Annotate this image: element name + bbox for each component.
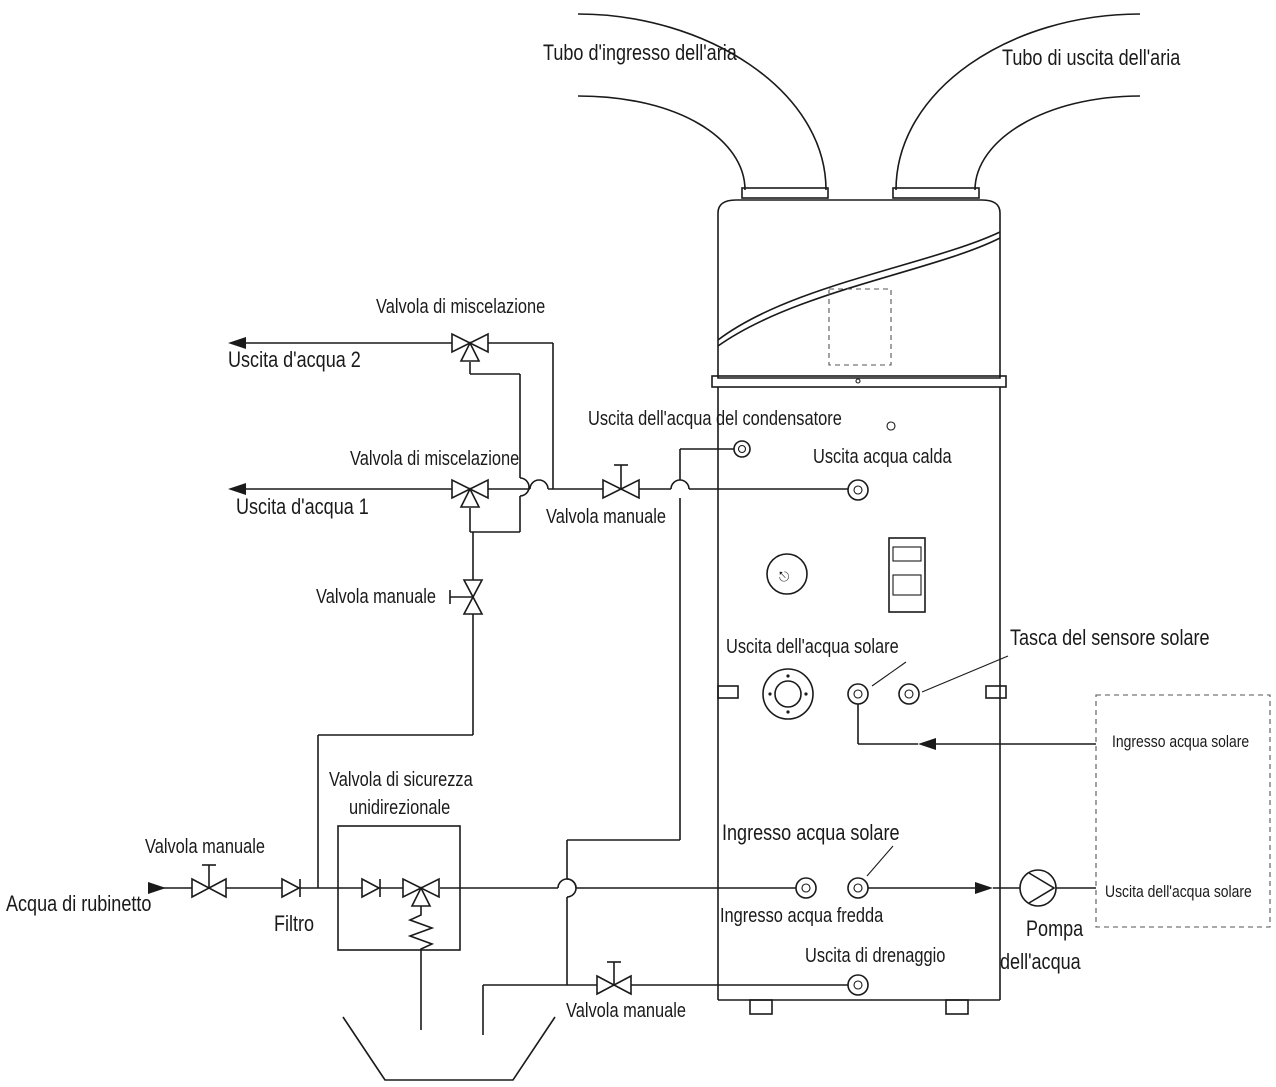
safety-valve-label-line2: unidirezionale [349, 797, 451, 819]
air-outlet-pipe-label: Tubo di uscita dell'aria [1002, 45, 1181, 70]
manual-valve-icon [596, 961, 632, 996]
manual-valve-inlet-label: Valvola manuale [145, 836, 266, 858]
manual-valve-icon [191, 864, 227, 899]
safety-valve-box [337, 825, 461, 951]
svg-text:⎋: ⎋ [779, 570, 789, 585]
mixing-valve-top-label: Valvola di miscelazione [376, 296, 546, 318]
manual-valve-hot-label: Valvola manuale [546, 506, 667, 528]
check-valve-icon [281, 877, 301, 899]
side-lug-right [985, 685, 1007, 699]
pressure-gauge-icon: ⎋ [766, 553, 808, 595]
water-pump-label-line1: Pompa [1026, 916, 1084, 941]
manual-valve-icon [602, 464, 640, 500]
side-lug-left [717, 685, 739, 699]
air-inlet-collar [741, 187, 829, 199]
mixing-valve-middle-label: Valvola di miscelazione [350, 448, 520, 470]
mixing-valve-icon [451, 478, 489, 508]
solar-water-outlet-right-label: Uscita dell'acqua solare [1105, 882, 1252, 901]
tap-water-arrow [148, 882, 166, 894]
filter-label: Filtro [274, 911, 315, 936]
air-inlet-duct [577, 13, 827, 191]
solar-outlet-arrow [975, 882, 993, 894]
check-valve-icon [361, 877, 381, 899]
solar-panel-outline [1095, 694, 1271, 928]
water-outlet-1-label: Uscita d'acqua 1 [236, 494, 369, 519]
solar-heat-exchanger-flange [762, 668, 814, 720]
outlet-1-arrow [228, 483, 246, 495]
mixing-valve-icon [451, 332, 489, 362]
solar-water-inlet-right-label: Ingresso acqua solare [1112, 732, 1250, 751]
air-outlet-collar [892, 187, 980, 199]
controller-panel-icon [888, 537, 926, 613]
solar-water-outlet-top-label: Uscita dell'acqua solare [726, 636, 899, 658]
hot-water-outlet-label: Uscita acqua calda [813, 446, 952, 468]
drain-outlet-label: Uscita di drenaggio [805, 945, 946, 967]
solar-sensor-pocket-label: Tasca del sensore solare [1010, 625, 1210, 650]
air-outlet-duct [895, 13, 1141, 191]
pump-icon [1019, 869, 1057, 907]
solar-inlet-arrow [918, 738, 936, 750]
water-outlet-2-label: Uscita d'acqua 2 [228, 347, 361, 372]
air-inlet-pipe-label: Tubo d'ingresso dell'aria [543, 40, 737, 65]
safety-valve-label-line1: Valvola di sicurezza [329, 769, 473, 791]
manual-valve-vertical-label: Valvola manuale [316, 586, 437, 608]
outlet-2-arrow [228, 337, 246, 349]
relief-valve-icon [407, 904, 435, 955]
condenser-water-outlet-label: Uscita dell'acqua del condensatore [588, 408, 842, 430]
cold-water-inlet-label: Ingresso acqua fredda [720, 905, 884, 927]
manual-valve-icon [449, 579, 484, 615]
drain-funnel [342, 1016, 556, 1081]
tap-water-label: Acqua di rubinetto [6, 891, 152, 916]
relief-valve-body [402, 877, 440, 907]
water-pump-label-line2: dell'acqua [1000, 949, 1081, 974]
manual-valve-drain-label: Valvola manuale [566, 1000, 687, 1022]
solar-water-inlet-lower-label: Ingresso acqua solare [722, 820, 900, 845]
